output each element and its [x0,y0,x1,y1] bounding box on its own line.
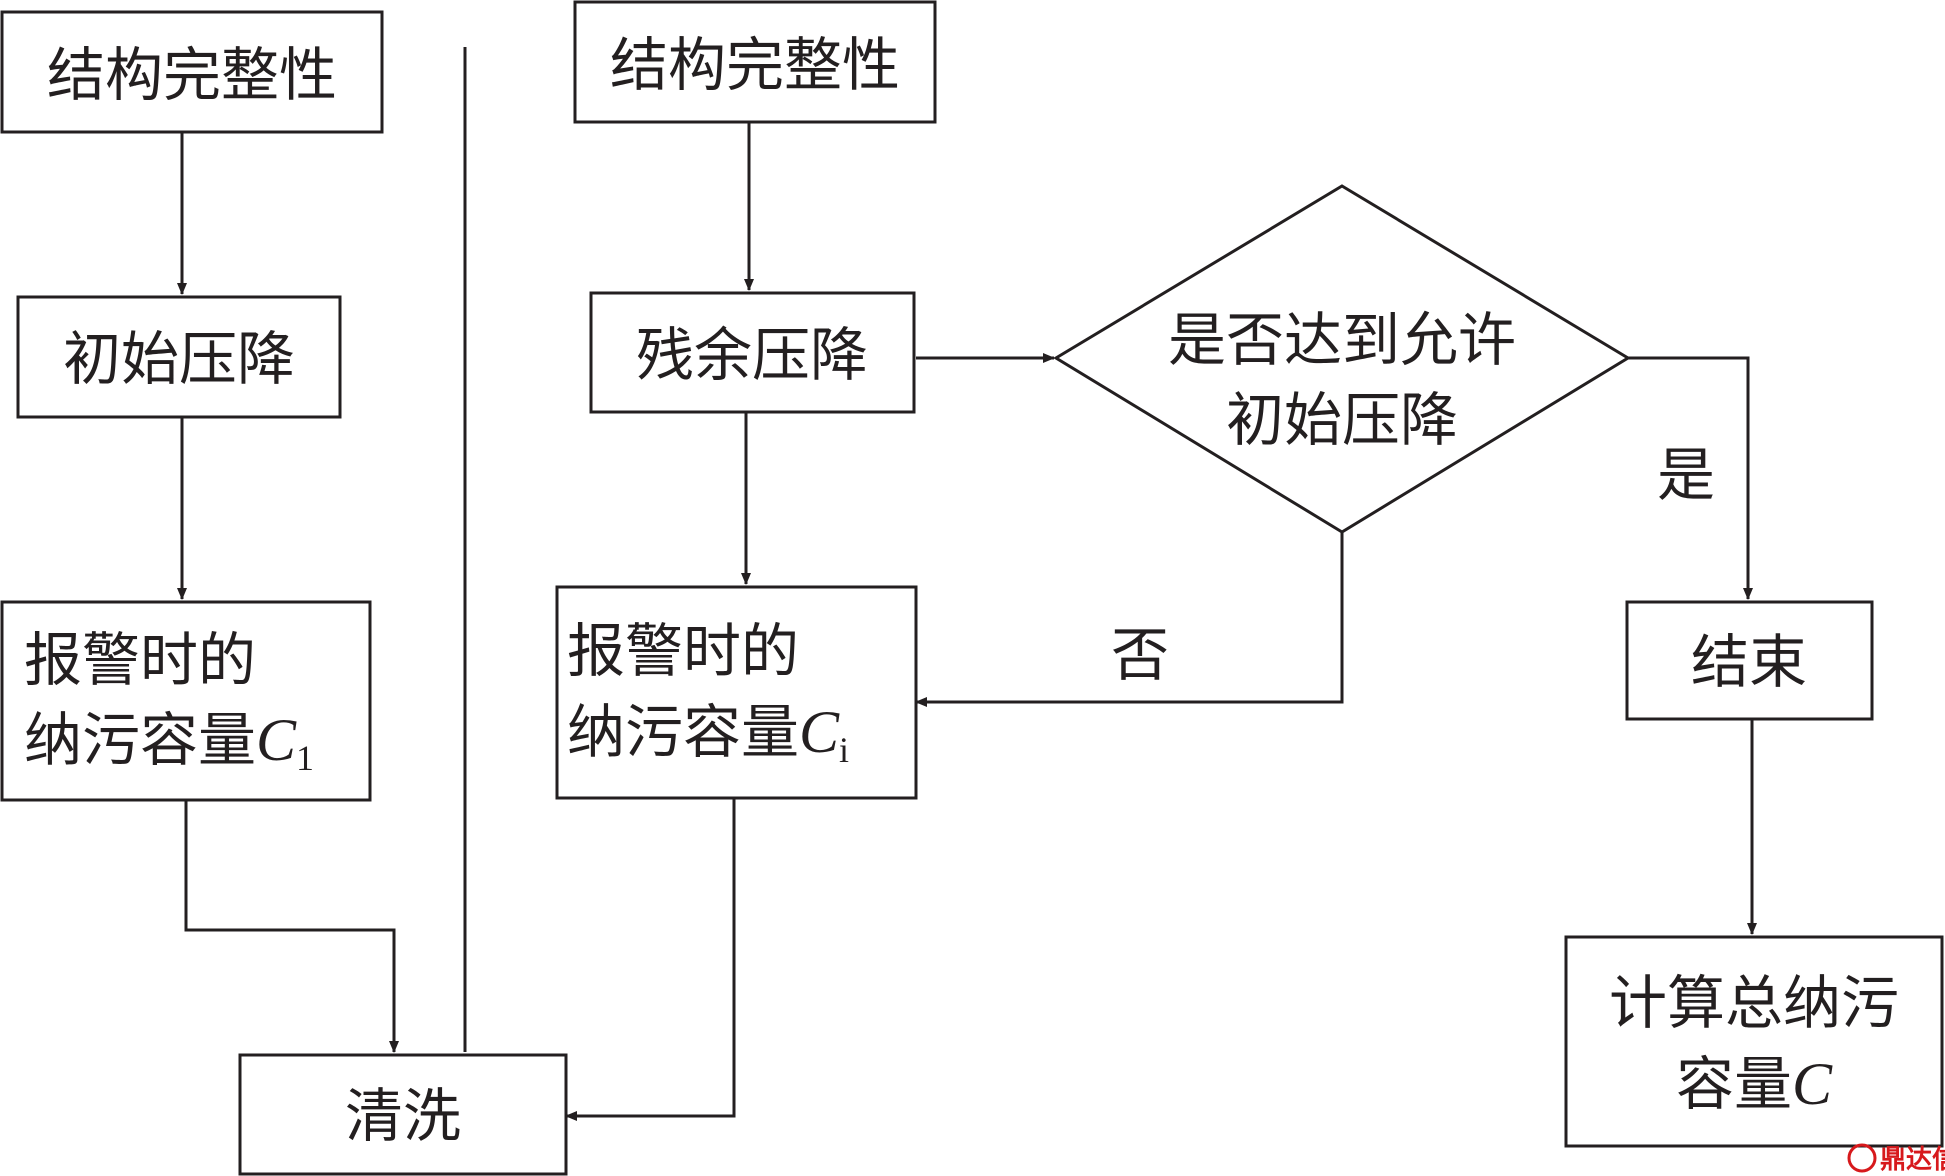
total-symbol: C [1792,1051,1833,1117]
left-alarm-line1: 报警时的 [24,626,256,694]
watermark-logo: 鼎达信 [1847,1143,1945,1175]
total-capacity-box: 计算总纳污 容量C [1564,935,1944,1148]
arrow-decision-yes-to-end [1628,356,1753,600]
left-alarm-symbol: C [256,707,297,773]
middle-integrity-box: 结构完整性 [573,0,937,124]
left-alarm-line2: 纳污容量 [24,706,256,774]
left-alarm-subscript: 1 [296,738,314,778]
middle-alarm-line1: 报警时的 [567,617,799,685]
edges [177,47,1757,1121]
watermark-text: 鼎达信 [1880,1145,1945,1175]
decision-diamond: 是否达到允许 初始压降 [1053,184,1631,534]
middle-alarm-capacity-box: 报警时的 纳污容量Ci [555,585,918,800]
total-line2: 容量 [1676,1050,1792,1118]
decision-line1: 是否达到允许 [1168,306,1516,374]
watermark-circle-icon [1847,1143,1877,1173]
total-line2-group: 容量C [1676,1050,1833,1118]
total-line1: 计算总纳污 [1609,969,1899,1037]
residual-drop-label: 残余压降 [636,321,868,389]
middle-alarm-subscript: i [839,730,849,770]
cleaning-box: 清洗 [238,1053,568,1176]
left-initial-drop-label: 初始压降 [63,325,295,393]
branch-yes-label: 是 [1657,441,1715,509]
middle-alarm-symbol: C [799,699,840,765]
end-label: 结束 [1691,628,1807,696]
left-initial-drop-box: 初始压降 [16,295,342,419]
end-box: 结束 [1625,600,1874,721]
arrow-decision-no-to-alarm-ci [915,532,1344,707]
cleaning-label: 清洗 [345,1082,461,1150]
middle-alarm-line2-group: 纳污容量Ci [567,698,849,770]
left-alarm-line2-group: 纳污容量C1 [24,706,314,778]
middle-integrity-label: 结构完整性 [610,31,900,99]
residual-drop-box: 残余压降 [589,291,916,414]
arrow-alarm-c1-to-cleaning [184,800,399,1053]
left-integrity-box: 结构完整性 [0,10,384,134]
arrow-alarm-ci-to-cleaning [565,798,736,1121]
decision-line2: 初始压降 [1226,386,1458,454]
middle-alarm-line2: 纳污容量 [567,698,799,766]
left-alarm-capacity-box: 报警时的 纳污容量C1 [0,600,372,802]
left-integrity-label: 结构完整性 [47,41,337,109]
branch-no-label: 否 [1111,621,1169,689]
